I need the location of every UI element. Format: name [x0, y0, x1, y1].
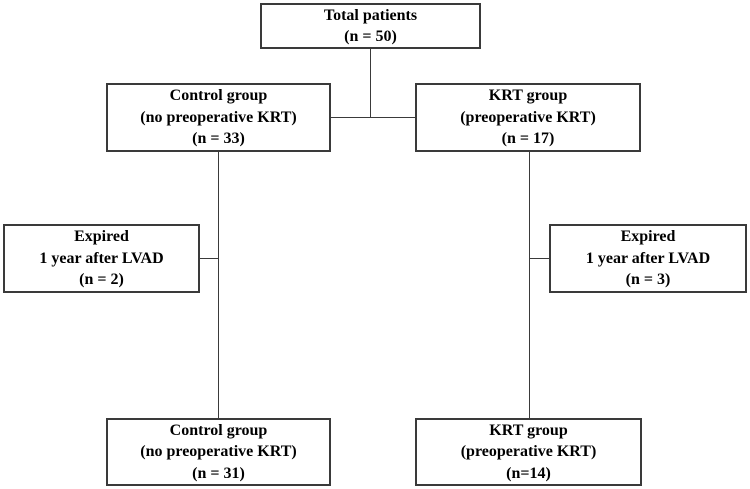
connector-split-horizontal [331, 117, 415, 118]
node-expired-krt: Expired 1 year after LVAD (n = 3) [549, 224, 747, 293]
node-line: Control group [169, 87, 268, 105]
node-line: 1 year after LVAD [39, 249, 164, 267]
node-line: (no preoperative KRT) [140, 108, 297, 126]
node-line: (n = 50) [344, 28, 397, 45]
node-line: Control group [169, 421, 268, 439]
node-krt-group-final: KRT group (preoperative KRT) (n=14) [415, 418, 642, 486]
connector-control-vertical [218, 151, 219, 418]
connector-total-to-split [370, 48, 371, 118]
node-line: (n = 3) [625, 271, 671, 289]
node-krt-group: KRT group (preoperative KRT) (n = 17) [415, 83, 641, 152]
node-line: (n = 17) [501, 130, 555, 148]
node-line: (n = 31) [192, 464, 245, 482]
node-line: 1 year after LVAD [585, 249, 711, 267]
node-line: (no preoperative KRT) [140, 443, 297, 461]
node-line: Expired [620, 228, 676, 246]
node-total-patients: Total patients (n = 50) [260, 3, 481, 49]
connector-krt-vertical [529, 151, 530, 418]
connector-expired-krt-branch [530, 258, 550, 259]
node-line: (n = 33) [192, 130, 245, 148]
node-control-group: Control group (no preoperative KRT) (n =… [106, 83, 331, 152]
node-line: (preoperative KRT) [460, 443, 597, 461]
node-line: Total patients [323, 6, 418, 24]
node-line: Expired [74, 228, 129, 246]
node-line: KRT group [488, 87, 568, 105]
node-line: (n = 2) [79, 271, 124, 289]
node-line: (preoperative KRT) [460, 108, 596, 126]
node-line: (n=14) [506, 464, 551, 482]
node-control-group-final: Control group (no preoperative KRT) (n =… [106, 418, 331, 486]
node-expired-control: Expired 1 year after LVAD (n = 2) [3, 224, 200, 293]
node-line: KRT group [489, 421, 568, 439]
connector-expired-control-branch [199, 258, 219, 259]
